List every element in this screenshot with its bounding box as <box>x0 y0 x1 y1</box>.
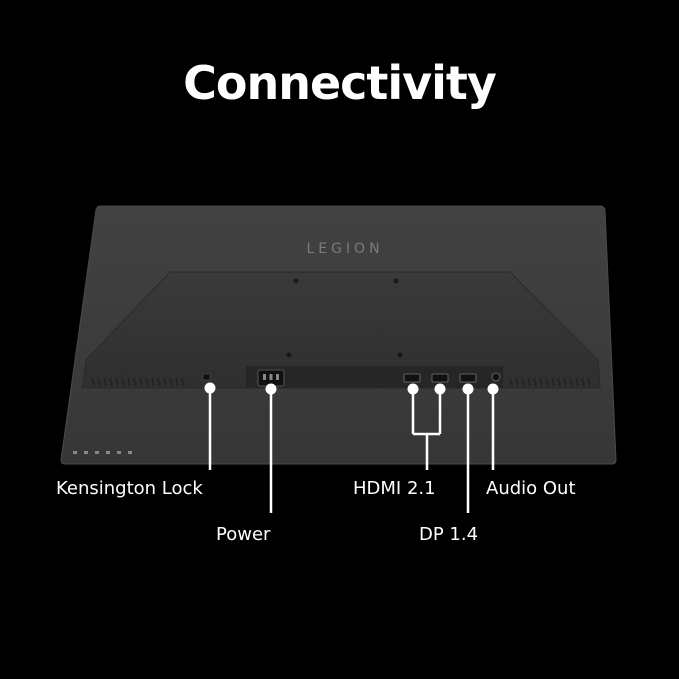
power-pin <box>269 374 273 380</box>
label-power: Power <box>216 524 271 545</box>
kensington-slot-icon <box>202 373 211 381</box>
audio-jack-icon <box>491 372 501 382</box>
hdmi-port-icon <box>431 373 449 383</box>
label-kensington-lock: Kensington Lock <box>56 478 203 499</box>
monitor-back-panel <box>81 271 601 389</box>
legion-logo: LEGION <box>306 241 383 257</box>
callout-dots <box>204 382 499 395</box>
label-dp: DP 1.4 <box>419 524 479 545</box>
power-pin <box>276 374 279 380</box>
callout-lines <box>208 388 495 513</box>
label-audio-out: Audio Out <box>486 478 576 499</box>
page-title: Connectivity <box>183 56 497 110</box>
label-hdmi: HDMI 2.1 <box>353 478 436 499</box>
vent-left <box>91 377 185 387</box>
osd-buttons <box>73 451 132 454</box>
dp-port-icon <box>459 373 477 383</box>
vent-right <box>509 377 591 387</box>
vesa-holes <box>286 278 403 358</box>
hdmi-port-icon <box>403 373 421 383</box>
power-pin <box>263 374 266 380</box>
